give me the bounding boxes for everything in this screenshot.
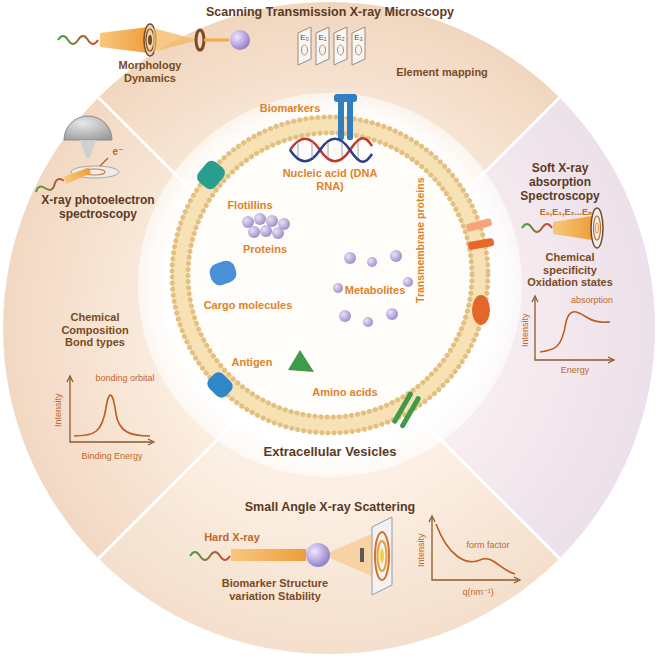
axis-label: Intensity xyxy=(521,313,532,347)
energy-label: E₂ xyxy=(334,33,348,42)
axis-label: form factor xyxy=(456,540,520,551)
plate-ring xyxy=(356,45,362,55)
energy-label: E₀ xyxy=(298,33,312,42)
component-label: Proteins xyxy=(230,243,300,256)
component-label: Antigen xyxy=(222,356,282,369)
component-label: Flotillins xyxy=(215,199,285,212)
energy-label: E₃ xyxy=(352,33,366,42)
feature-label: Morphology Dynamics xyxy=(110,59,190,85)
axis-label: Hard X-ray xyxy=(192,531,272,544)
section-title: Small Angle X-ray Scattering xyxy=(200,500,460,515)
component-label: Nucleic acid (DNA RNA) xyxy=(282,167,378,193)
axis-label: Intensity xyxy=(54,393,65,427)
section-title: Soft X-ray absorption Spectroscopy xyxy=(514,161,606,203)
axis-label: bonding orbital xyxy=(92,373,158,384)
component-label: Amino acids xyxy=(300,386,390,399)
image-plate xyxy=(316,27,329,65)
feature-label: Element mapping xyxy=(382,66,502,79)
plate-ring xyxy=(338,45,344,55)
vesicle-circle: Extracellular Vesicles xyxy=(140,95,520,475)
axis-label: Binding Energy xyxy=(72,451,152,462)
component-label: Metabolites xyxy=(335,284,415,297)
plate-ring xyxy=(302,45,308,55)
axis-label: Energy xyxy=(545,365,605,376)
feature-label: Chemical Composition Bond types xyxy=(50,311,140,350)
energy-label: E₁ xyxy=(316,33,330,42)
feature-label: Chemical specificity Oxidation states xyxy=(520,251,620,290)
section-title: X-ray photoelectron spectroscopy xyxy=(38,193,158,221)
axis-label: e⁻ xyxy=(108,146,128,158)
axis-label: Intensity xyxy=(417,533,428,567)
component-label: Biomarkers xyxy=(250,102,330,115)
image-plate xyxy=(298,27,311,65)
section-title: Extracellular Vesicles xyxy=(230,444,430,459)
plate-ring xyxy=(320,45,326,55)
axis-label: absorption xyxy=(562,295,622,306)
component-label: Cargo molecules xyxy=(193,299,303,312)
axis-label: q(nm⁻¹) xyxy=(448,587,508,598)
image-plate xyxy=(334,27,347,65)
component-label: Transmembrane proteins xyxy=(414,177,426,302)
section-title: Scanning Transmission X-ray Microscopy xyxy=(170,5,490,20)
feature-label: Biomarker Structure variation Stability xyxy=(215,577,335,603)
energy-label: E₀,E₁,E₂...Eₙ xyxy=(516,207,616,218)
image-plate xyxy=(352,27,365,65)
